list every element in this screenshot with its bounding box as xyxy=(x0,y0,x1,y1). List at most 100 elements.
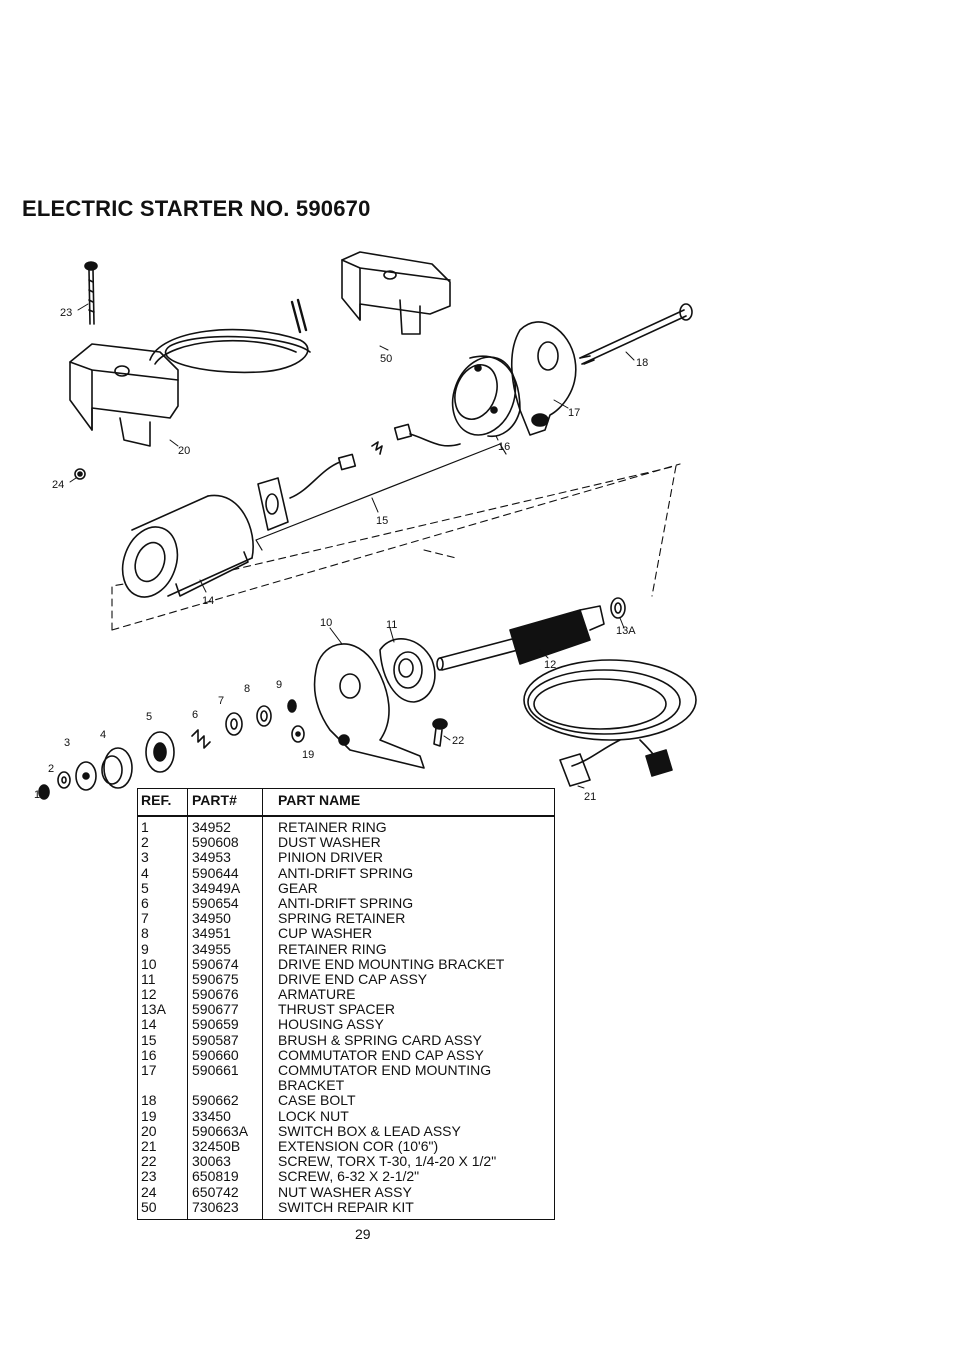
row-ref: 21 xyxy=(141,1137,157,1154)
column-divider xyxy=(262,789,263,1219)
callout-23: 23 xyxy=(60,307,72,319)
part-14-housing xyxy=(121,494,254,598)
callout-22: 22 xyxy=(452,735,464,747)
row-ref: 2 xyxy=(141,834,149,851)
row-ref: 8 xyxy=(141,925,149,942)
callout-20: 20 xyxy=(178,445,190,457)
callout-4: 4 xyxy=(100,729,106,741)
part-21-extension-cord xyxy=(523,659,697,787)
table-row: 5 34949A GEAR xyxy=(138,879,554,896)
row-part-number: 33450 xyxy=(192,1107,231,1124)
part-15-brush-card xyxy=(255,423,507,551)
row-ref: 5 xyxy=(141,879,149,896)
callout-16: 16 xyxy=(498,441,510,453)
callout-10: 10 xyxy=(320,617,332,629)
header-part-name: PART NAME xyxy=(278,792,361,808)
column-divider xyxy=(187,789,188,1219)
row-part-name: ARMATURE xyxy=(278,986,356,1003)
row-part-name: GEAR xyxy=(278,879,318,896)
row-part-number: 34952 xyxy=(192,819,231,835)
row-part-number: 34950 xyxy=(192,910,231,927)
row-ref: 6 xyxy=(141,894,149,911)
part-10-drive-end-bracket xyxy=(313,643,425,769)
row-part-name: LOCK NUT xyxy=(278,1107,349,1124)
row-part-name: THRUST SPACER xyxy=(278,1001,395,1018)
row-part-name: CASE BOLT xyxy=(278,1092,356,1109)
row-ref: 15 xyxy=(141,1031,157,1048)
row-part-name: DUST WASHER xyxy=(278,834,381,851)
row-part-number: 34953 xyxy=(192,849,231,866)
row-part-number: 590608 xyxy=(192,834,239,851)
callout-13a: 13A xyxy=(616,625,636,637)
callout-9: 9 xyxy=(276,679,282,691)
callout-50: 50 xyxy=(380,353,392,365)
row-part-name: BRACKET xyxy=(278,1077,345,1094)
row-part-number: 590661 xyxy=(192,1062,239,1078)
row-part-number: 590674 xyxy=(192,955,239,972)
row-ref: 9 xyxy=(141,940,149,957)
row-ref: 22 xyxy=(141,1153,157,1170)
part-50-switch-repair-kit xyxy=(341,251,451,335)
row-ref: 11 xyxy=(141,970,156,987)
part-17-mounting-bracket xyxy=(510,321,577,436)
row-part-number: 590644 xyxy=(192,864,239,881)
row-part-name: DRIVE END MOUNTING BRACKET xyxy=(278,955,505,972)
row-part-number: 590660 xyxy=(192,1046,239,1063)
part-18-case-bolt xyxy=(579,303,693,365)
row-part-name: BRUSH & SPRING CARD ASSY xyxy=(278,1031,482,1048)
header-part-number: PART# xyxy=(192,792,237,808)
row-part-number: 34951 xyxy=(192,925,231,942)
row-part-number: 650819 xyxy=(192,1168,239,1185)
row-part-name: SCREW, 6-32 X 2-1/2" xyxy=(278,1168,420,1185)
callout-7: 7 xyxy=(218,695,224,707)
callout-12: 12 xyxy=(544,659,556,671)
page-number: 29 xyxy=(355,1226,371,1242)
row-part-number: 590587 xyxy=(192,1031,239,1048)
callout-19: 19 xyxy=(302,749,314,761)
row-part-name: PINION DRIVER xyxy=(278,849,384,866)
row-part-number: 590675 xyxy=(192,970,239,987)
row-part-number: 30063 xyxy=(192,1153,231,1170)
part-24-nut-washer xyxy=(74,468,86,480)
row-ref: 18 xyxy=(141,1092,157,1109)
callout-numbers: 1 2 3 4 5 6 7 8 9 10 11 12 13A 14 15 16 … xyxy=(34,307,648,800)
assembly-dashed-lines xyxy=(111,463,681,631)
row-part-number: 590659 xyxy=(192,1016,239,1033)
callout-6: 6 xyxy=(192,709,198,721)
row-part-number: 32450B xyxy=(192,1137,241,1154)
row-part-name: COMMUTATOR END MOUNTING xyxy=(278,1062,492,1078)
row-part-name: SWITCH REPAIR KIT xyxy=(278,1198,414,1215)
row-part-number: 650742 xyxy=(192,1183,239,1200)
table-row: 15 590587 BRUSH & SPRING CARD ASSY xyxy=(138,1031,554,1048)
callout-15: 15 xyxy=(376,515,388,527)
row-part-name: NUT WASHER ASSY xyxy=(278,1183,412,1200)
callout-24: 24 xyxy=(52,479,64,491)
row-ref: 19 xyxy=(141,1107,157,1124)
page-title: ELECTRIC STARTER NO. 590670 xyxy=(22,196,371,221)
callout-5: 5 xyxy=(146,711,152,723)
part-23-screw xyxy=(84,261,98,325)
row-part-name: SCREW, TORX T-30, 1/4-20 X 1/2" xyxy=(278,1153,497,1170)
table-row: 22 30063 SCREW, TORX T-30, 1/4-20 X 1/2" xyxy=(138,1154,554,1169)
row-part-number: 34949A xyxy=(192,879,241,896)
row-part-number: 590677 xyxy=(192,1001,239,1018)
row-part-number: 34955 xyxy=(192,940,231,957)
row-ref: 17 xyxy=(141,1062,157,1078)
row-part-name: HOUSING ASSY xyxy=(278,1016,384,1033)
table-row: BRACKET xyxy=(138,1078,554,1093)
